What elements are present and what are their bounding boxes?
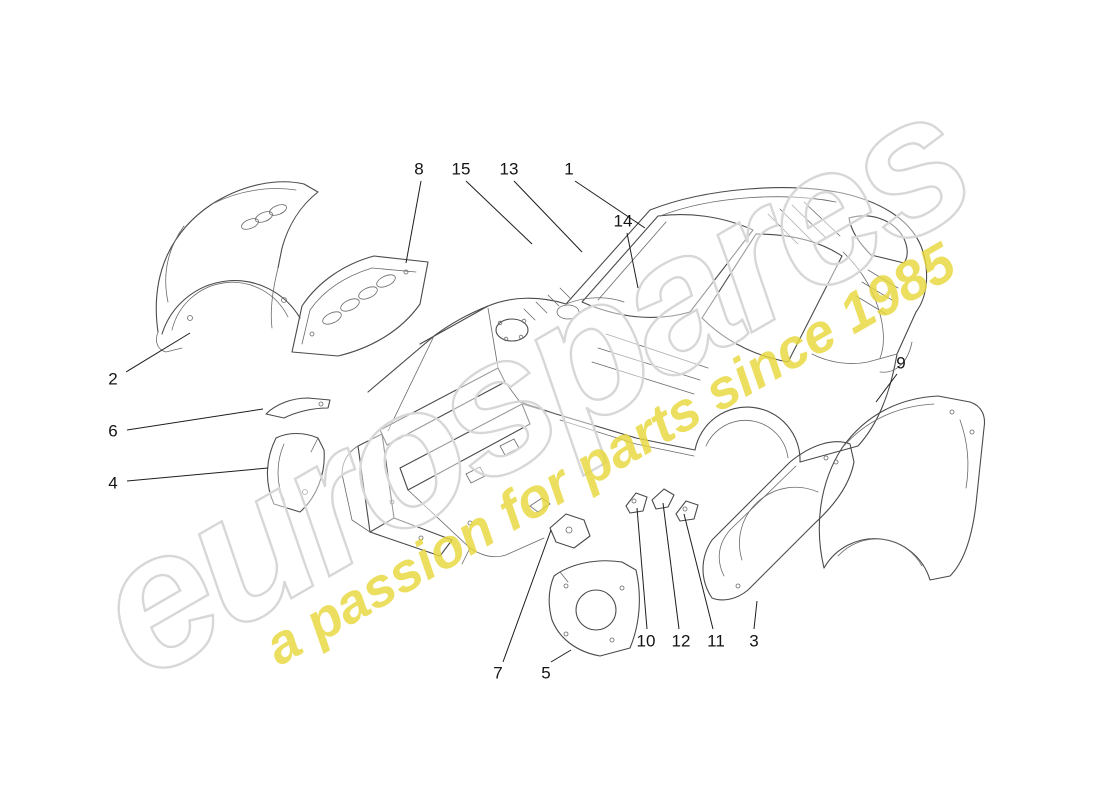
front-bracket-art [530,498,590,548]
part-label-4: 4 [108,473,118,493]
leader-line-11 [683,513,714,630]
leader-line-15 [465,180,533,245]
leader-line-3 [753,600,758,630]
leader-line-13 [513,180,583,253]
part-label-15: 15 [451,159,471,179]
leader-line-5 [550,649,572,663]
fixing-brackets-art [626,489,698,521]
part-label-6: 6 [108,421,118,441]
splash-guard-art [703,442,854,600]
wheelhouse-panel-art [549,561,639,656]
leader-line-10 [636,507,648,630]
leader-line-9 [875,373,898,403]
body-shell-art [342,188,927,564]
leader-line-4 [126,467,269,482]
leader-line-8 [405,180,422,264]
part-label-2: 2 [108,369,118,389]
front-fender-left-art [156,182,318,352]
wheelhouse-side-panel-art [267,434,324,513]
part-label-5: 5 [541,663,551,683]
part-label-13: 13 [499,159,519,179]
leader-line-12 [662,502,680,630]
part-label-12: 12 [671,631,691,651]
leader-line-7 [502,529,552,663]
sill-bracket-art [266,398,330,418]
part-label-14: 14 [613,211,633,231]
part-label-11: 11 [707,631,725,651]
leader-line-1 [574,180,646,229]
cowl-trim-panel-art [292,256,428,356]
part-label-7: 7 [493,663,503,683]
leader-line-6 [126,408,264,431]
part-label-8: 8 [414,159,424,179]
part-label-10: 10 [636,631,656,651]
leader-line-14 [626,232,639,289]
front-fender-right-art [819,396,984,580]
part-label-9: 9 [896,353,906,373]
part-label-3: 3 [749,631,759,651]
part-label-1: 1 [564,159,574,179]
leader-line-2 [125,332,191,373]
